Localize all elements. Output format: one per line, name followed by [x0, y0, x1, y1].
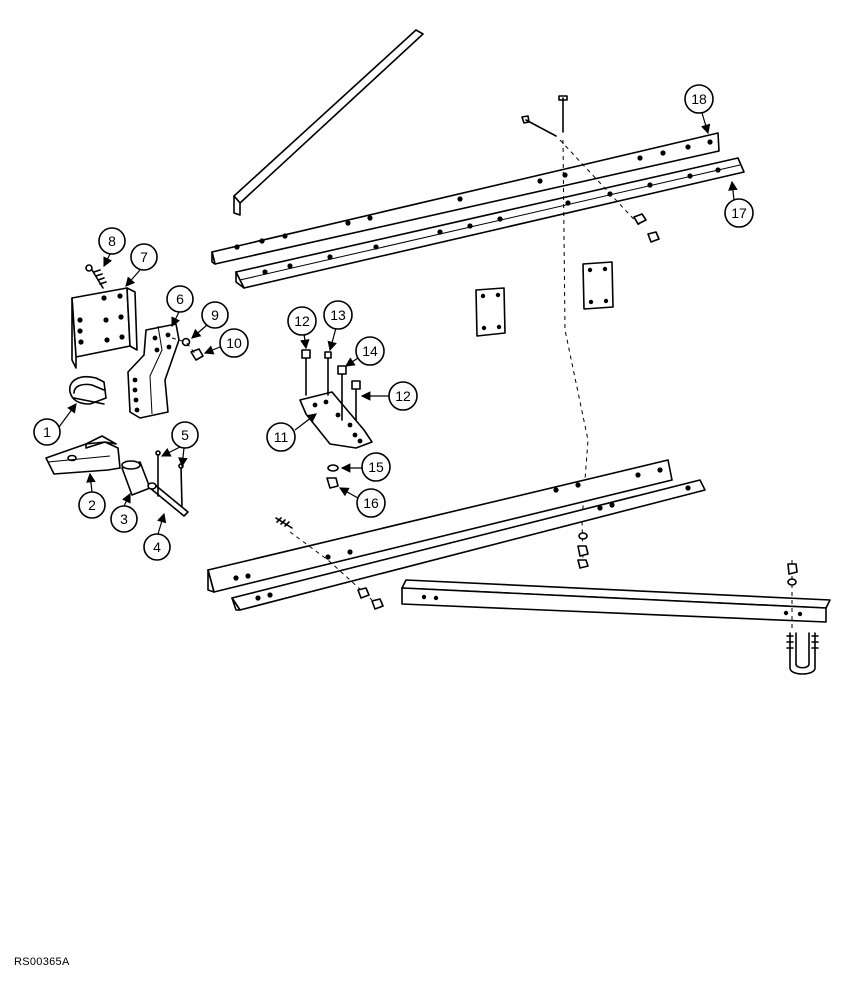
svg-text:11: 11	[274, 429, 289, 445]
svg-text:5: 5	[181, 427, 189, 443]
callout-5: 5	[160, 421, 199, 468]
callout-13: 13	[323, 300, 353, 352]
svg-text:12: 12	[294, 313, 310, 329]
callout-7: 7	[125, 243, 158, 287]
callout-12-right: 12	[360, 381, 418, 411]
callout-14: 14	[345, 336, 385, 367]
callout-9: 9	[191, 301, 229, 339]
diagonal-angle-brace	[233, 29, 424, 216]
lower-rail-front	[207, 459, 673, 593]
svg-text:8: 8	[108, 233, 116, 249]
svg-text:9: 9	[211, 307, 219, 323]
svg-text:13: 13	[330, 307, 346, 323]
upper-bolts	[521, 95, 660, 243]
hitch-plate-6	[127, 323, 180, 419]
callout-1: 1	[33, 403, 77, 446]
drawbar-2	[45, 435, 121, 475]
svg-text:3: 3	[120, 511, 128, 527]
callout-12-top: 12	[287, 306, 317, 350]
callout-10: 10	[203, 328, 249, 358]
callout-2: 2	[78, 472, 106, 519]
bolts-12-13-14	[301, 349, 361, 421]
hitch-plate-7	[71, 287, 138, 358]
callout-8: 8	[98, 227, 126, 268]
washer-nut-9-10	[171, 337, 204, 361]
lower-rail-bolts	[275, 517, 589, 610]
svg-text:1: 1	[43, 424, 51, 440]
svg-text:16: 16	[363, 495, 379, 511]
upper-rail-17	[235, 157, 745, 289]
svg-text:10: 10	[226, 335, 242, 351]
hitch-plate-7-lower	[71, 297, 77, 369]
svg-text:6: 6	[176, 291, 184, 307]
svg-text:7: 7	[140, 249, 148, 265]
figure-reference-code: RS00365A	[14, 956, 70, 968]
callout-18: 18	[684, 84, 714, 135]
callout-17: 17	[724, 180, 754, 228]
svg-text:4: 4	[153, 539, 161, 555]
lower-rail-rear	[231, 479, 706, 611]
clevis-1	[69, 376, 107, 405]
callout-15: 15	[340, 452, 391, 482]
bolt-8	[85, 264, 107, 289]
mounting-plate-left	[475, 287, 506, 337]
upper-rail-18	[211, 132, 720, 265]
bushing-3	[121, 460, 151, 496]
svg-text:18: 18	[691, 91, 707, 107]
svg-text:15: 15	[368, 459, 384, 475]
u-bolt	[786, 560, 819, 675]
washer-nut-15-16	[326, 464, 339, 489]
callout-16: 16	[338, 487, 386, 518]
lower-support-bar	[401, 579, 831, 623]
svg-text:12: 12	[395, 388, 411, 404]
callout-3: 3	[110, 492, 138, 533]
svg-text:17: 17	[731, 205, 747, 221]
callout-4: 4	[143, 512, 171, 561]
callout-6: 6	[166, 285, 194, 328]
svg-text:2: 2	[88, 497, 96, 513]
callout-11: 11	[266, 413, 317, 452]
center-bracket-11	[299, 391, 373, 449]
svg-text:14: 14	[362, 343, 378, 359]
mounting-plate-right	[582, 261, 614, 310]
pin-4	[147, 482, 189, 517]
